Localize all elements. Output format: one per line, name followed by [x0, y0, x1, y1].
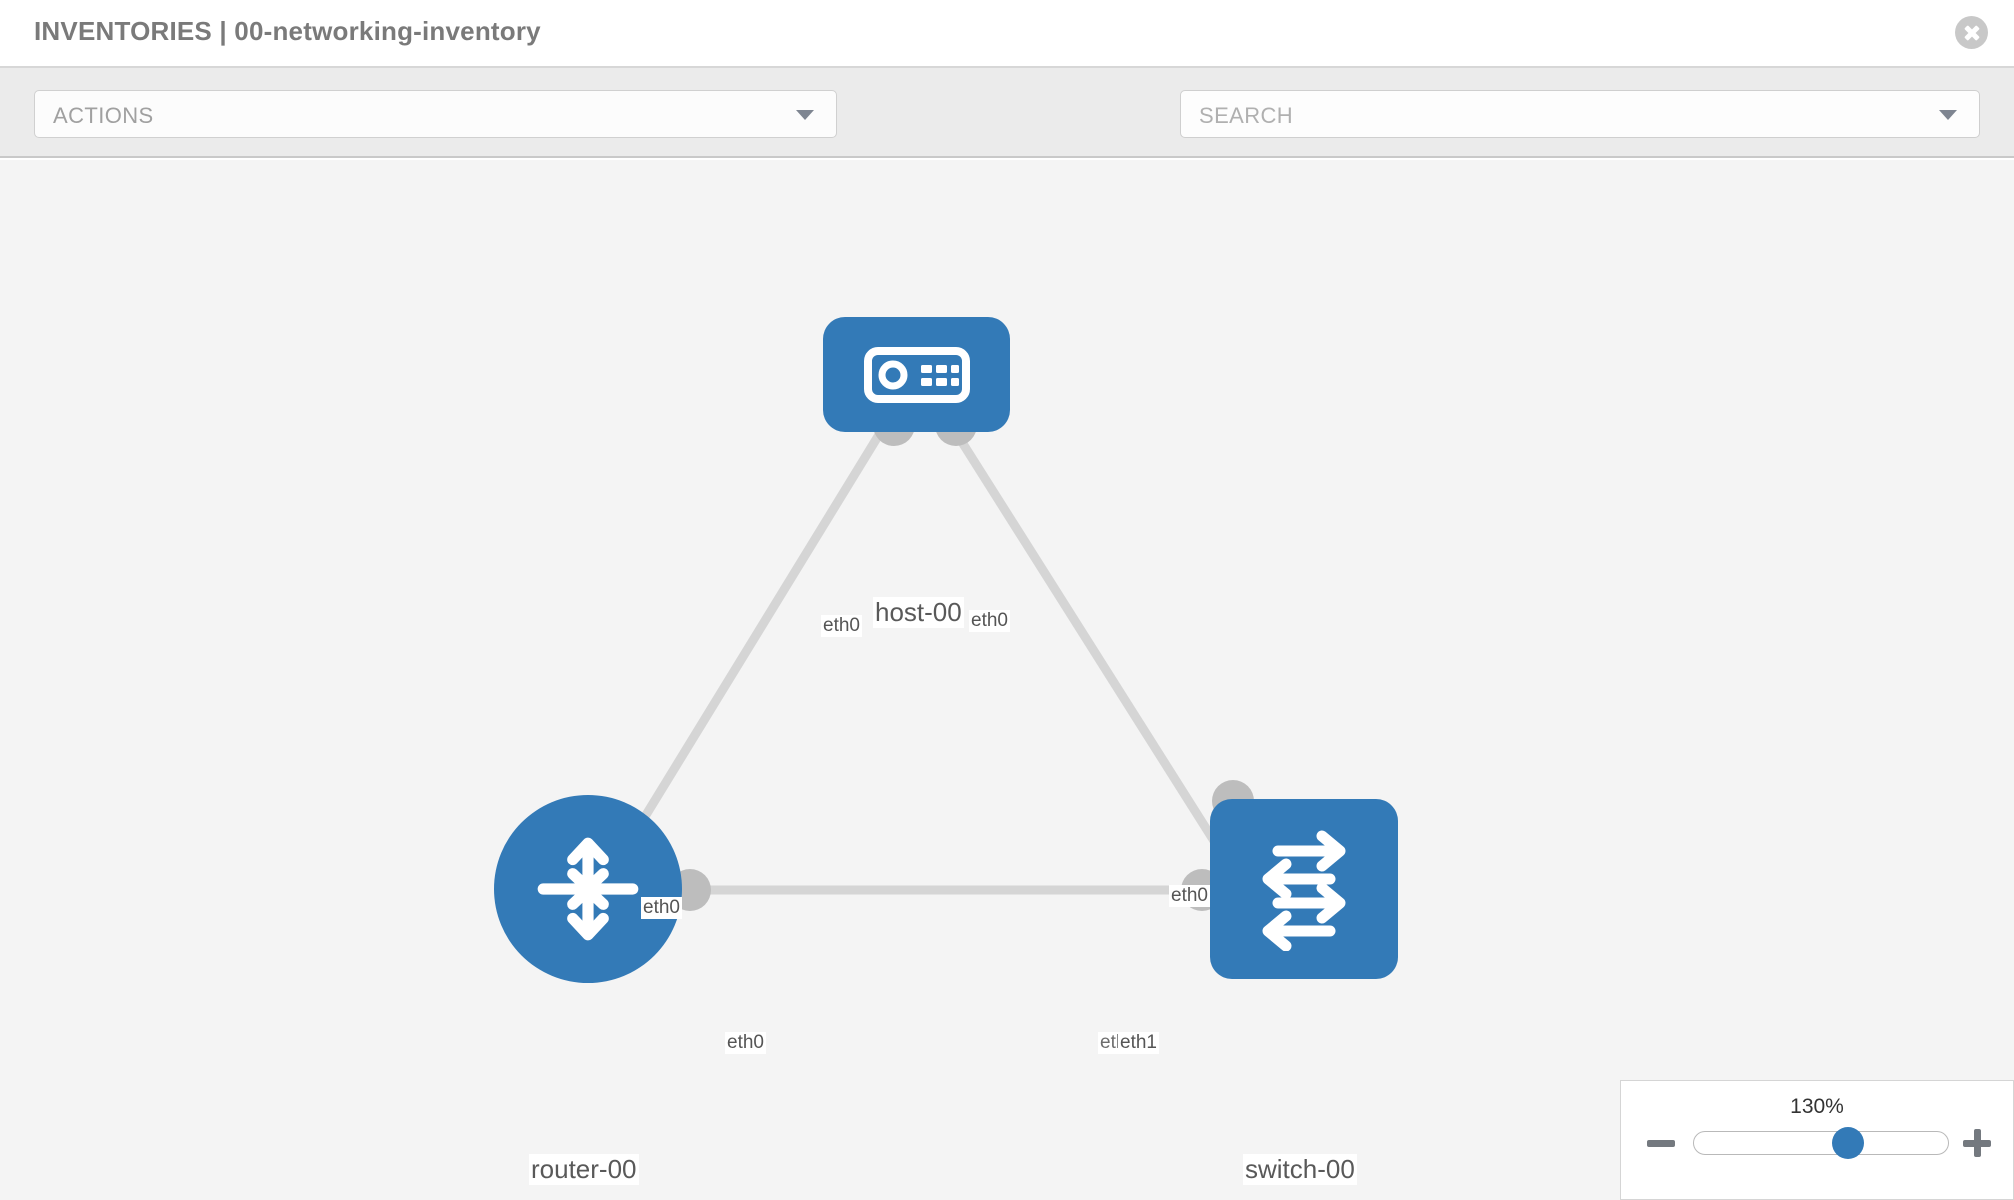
node-host-00[interactable] [823, 317, 1010, 432]
zoom-control-panel: 130% [1620, 1080, 2014, 1200]
search-input[interactable]: SEARCH [1180, 90, 1980, 138]
actions-dropdown[interactable]: ACTIONS [34, 90, 837, 138]
zoom-slider-track[interactable] [1693, 1127, 1949, 1159]
link-host-switch [944, 417, 1249, 893]
toolbar: ACTIONS SEARCH [0, 68, 2014, 201]
search-placeholder-label: SEARCH [1199, 103, 1294, 128]
server-icon [863, 346, 970, 403]
node-switch-00[interactable] [1210, 799, 1398, 979]
zoom-level-value: 130% [1790, 1095, 1844, 1118]
zoom-out-button[interactable] [1647, 1129, 1675, 1157]
switch-arrows-icon [1262, 830, 1346, 951]
chevron-down-icon[interactable] [1939, 110, 1957, 120]
link-host-router [596, 417, 892, 893]
router-arrows-icon [537, 837, 639, 941]
topology-canvas[interactable]: host-00 eth0 eth0 router-00 eth0 eth0 [0, 160, 2014, 1200]
actions-dropdown-label: ACTIONS [53, 103, 154, 128]
page-header: INVENTORIES | 00-networking-inventory [0, 0, 2014, 68]
node-router-00[interactable] [494, 795, 682, 983]
link-group [596, 417, 1249, 895]
chevron-down-icon [796, 110, 814, 120]
zoom-in-button[interactable] [1963, 1129, 1991, 1157]
close-icon[interactable] [1955, 16, 1988, 49]
page-title: INVENTORIES | 00-networking-inventory [34, 16, 541, 46]
zoom-slider-thumb[interactable] [1831, 1127, 1864, 1159]
topology-links [596, 417, 1249, 895]
